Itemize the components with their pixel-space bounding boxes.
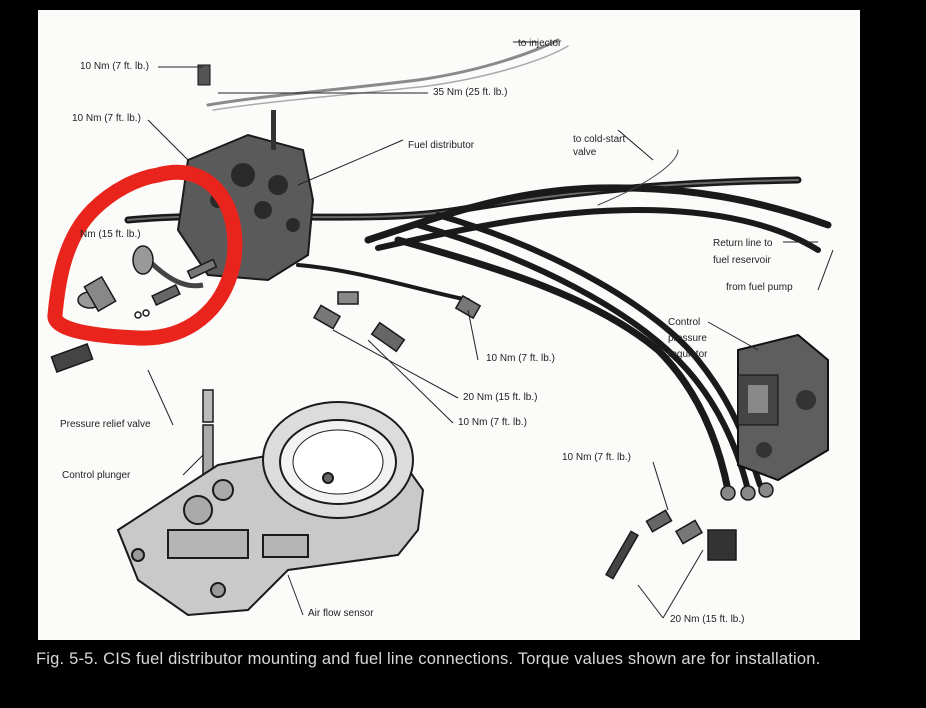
diagram-panel: to injector 10 Nm (7 ft. lb.) 35 Nm (25 …	[38, 10, 860, 640]
label-torque-center: 10 Nm (7 ft. lb.)	[486, 353, 555, 364]
label-torque-15-circled: Nm (15 ft. lb.)	[80, 229, 141, 240]
label-torque-35: 35 Nm (25 ft. lb.)	[433, 87, 508, 98]
leader-lines	[147, 41, 834, 619]
red-annotation-circle	[47, 164, 243, 346]
label-valve: valve	[573, 147, 597, 158]
label-return-line: Return line to	[713, 238, 773, 249]
label-to-injector: to injector	[518, 38, 562, 49]
label-torque-10-lower: 10 Nm (7 ft. lb.)	[458, 417, 527, 428]
fuel-system-drawing	[47, 38, 834, 619]
air-flow-sensor-housing	[116, 401, 425, 617]
label-pressure: pressure	[668, 333, 707, 344]
label-torque-left: 10 Nm (7 ft. lb.)	[72, 113, 141, 124]
label-from-fuel-pump: from fuel pump	[726, 282, 793, 293]
label-torque-top-left: 10 Nm (7 ft. lb.)	[80, 61, 149, 72]
fuel-lines	[124, 38, 832, 494]
label-torque-20-bottom: 20 Nm (15 ft. lb.)	[670, 614, 745, 625]
label-fuel-distributor: Fuel distributor	[408, 140, 475, 151]
label-control: Control	[668, 317, 701, 328]
figure-caption: Fig. 5-5. CIS fuel distributor mounting …	[36, 650, 821, 668]
label-air-flow-sensor: Air flow sensor	[308, 608, 374, 619]
label-control-plunger: Control plunger	[62, 470, 131, 481]
label-regulator: regulator	[668, 349, 708, 360]
label-fuel-reservoir: fuel reservoir	[713, 255, 771, 266]
control-pressure-regulator	[737, 333, 829, 482]
relief-valve-assembly	[83, 245, 218, 319]
fuel-distributor-body	[176, 64, 315, 282]
label-torque-20-center: 20 Nm (15 ft. lb.)	[463, 392, 538, 403]
label-torque-right: 10 Nm (7 ft. lb.)	[562, 452, 631, 463]
label-to-cold-start: to cold-start	[573, 134, 626, 145]
label-pressure-relief-valve: Pressure relief valve	[60, 419, 151, 430]
